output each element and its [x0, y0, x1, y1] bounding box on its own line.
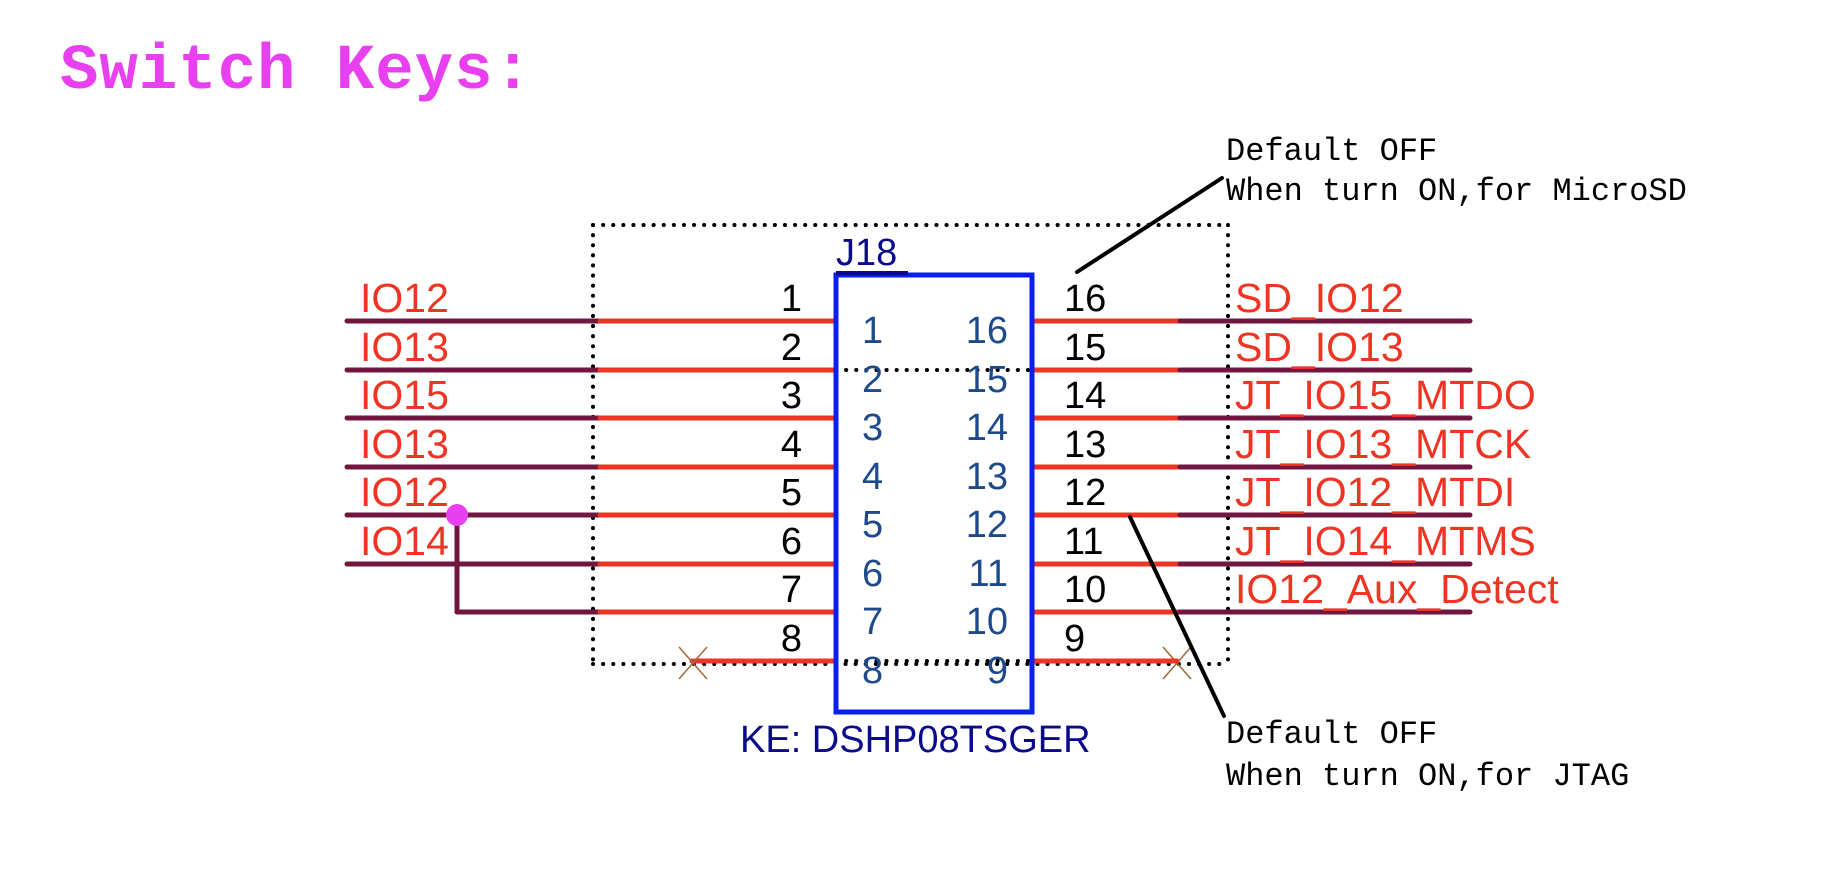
switch-position: 1: [862, 310, 883, 352]
net-label: JT_IO13_MTCK: [1235, 421, 1531, 467]
switch-position: 9: [987, 650, 1008, 692]
pin-number: 3: [781, 375, 802, 417]
left-net-labels: IO12 IO13 IO15 IO13 IO12 IO14: [360, 275, 449, 564]
right-wires: [1029, 318, 1473, 664]
net-label: IO13: [360, 421, 449, 467]
right-net-labels: SD_IO12 SD_IO13 JT_IO15_MTDO JT_IO13_MTC…: [1235, 275, 1559, 612]
pin-number: 4: [781, 424, 802, 466]
net-label: JT_IO12_MTDI: [1235, 469, 1515, 515]
switch-position: 14: [966, 407, 1008, 449]
switch-position: 4: [862, 456, 883, 498]
annotation-line: Default OFF: [1226, 716, 1437, 753]
net-label: JT_IO15_MTDO: [1235, 372, 1536, 418]
switch-position: 6: [862, 553, 883, 595]
pin-number: 2: [781, 327, 802, 369]
net-label: IO14: [360, 518, 449, 564]
annotation-line: Default OFF: [1226, 133, 1437, 170]
annotation-leader-top: [1075, 176, 1224, 274]
net-label: JT_IO14_MTMS: [1235, 518, 1536, 564]
pin-number: 13: [1064, 424, 1106, 466]
annotation-line: When turn ON,for JTAG: [1226, 758, 1629, 795]
switch-position: 7: [862, 601, 883, 643]
page-title: Switch Keys:: [60, 36, 533, 108]
net-label: IO12: [360, 275, 449, 321]
net-label: IO12_Aux_Detect: [1235, 566, 1559, 612]
inner-right-numbers: 16 15 14 13 12 11 10 9: [966, 310, 1008, 692]
annotation-top: Default OFF When turn ON,for MicroSD: [1226, 133, 1687, 210]
net-label: SD_IO12: [1235, 275, 1404, 321]
pin-number: 7: [781, 569, 802, 611]
switch-position: 13: [966, 456, 1008, 498]
pin-number: 15: [1064, 327, 1106, 369]
net-label: IO15: [360, 372, 449, 418]
left-wires: [344, 318, 839, 664]
pin-number: 5: [781, 472, 802, 514]
net-label: SD_IO13: [1235, 324, 1404, 370]
component-part-label: KE: DSHP08TSGER: [740, 719, 1091, 761]
switch-position: 2: [862, 359, 883, 401]
junction-dot: [446, 504, 468, 526]
switch-position: 12: [966, 504, 1008, 546]
pin-number: 10: [1064, 569, 1106, 611]
net-label: IO13: [360, 324, 449, 370]
annotation-bottom: Default OFF When turn ON,for JTAG: [1226, 716, 1629, 795]
pin-number: 12: [1064, 472, 1106, 514]
right-pin-numbers: 16 15 14 13 12 11 10 9: [1064, 278, 1106, 660]
left-pin-numbers: 1 2 3 4 5 6 7 8: [781, 278, 802, 660]
pin-number: 14: [1064, 375, 1106, 417]
component-designator: J18: [836, 232, 897, 274]
inner-left-numbers: 1 2 3 4 5 6 7 8: [862, 310, 883, 692]
annotation-leader-bottom: [1128, 515, 1226, 718]
j18-component-body[interactable]: [833, 272, 1035, 715]
no-connect-icon: [678, 646, 708, 680]
pin-number: 11: [1064, 521, 1103, 563]
switch-position: 3: [862, 407, 883, 449]
switch-position: 5: [862, 504, 883, 546]
switch-position: 16: [966, 310, 1008, 352]
switch-position: 8: [862, 650, 883, 692]
switch-position: 15: [966, 359, 1008, 401]
switch-position: 11: [969, 553, 1008, 595]
pin-number: 8: [781, 618, 802, 660]
annotation-line: When turn ON,for MicroSD: [1226, 173, 1687, 210]
switch-position: 10: [966, 601, 1008, 643]
switch-group-box: [591, 223, 1230, 666]
pin-number: 9: [1064, 618, 1085, 660]
pin-number: 6: [781, 521, 802, 563]
net-label: IO12: [360, 469, 449, 515]
pin-number: 16: [1064, 278, 1106, 320]
pin-number: 1: [781, 278, 802, 320]
